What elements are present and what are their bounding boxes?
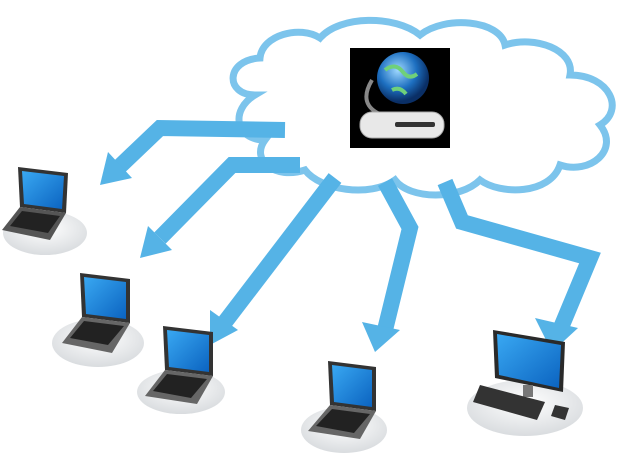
laptop-3	[137, 326, 225, 414]
globe-server-icon	[350, 48, 450, 148]
arrowhead	[535, 318, 578, 352]
arrows	[112, 119, 601, 334]
arrow-to-laptop-1	[112, 119, 286, 174]
laptop-4	[301, 361, 387, 453]
desktop-computer	[467, 330, 583, 436]
arrowhead	[140, 226, 172, 258]
arrow-to-laptop-3	[218, 173, 342, 327]
arrowhead	[210, 310, 238, 345]
arrowhead	[362, 322, 400, 352]
arrowhead	[100, 152, 132, 185]
laptop-1	[0, 155, 100, 255]
arrow-to-laptop-2	[154, 157, 300, 244]
arrowheads	[100, 152, 578, 352]
laptop-2	[52, 273, 144, 367]
arrow-to-desktop	[437, 178, 601, 334]
arrow-to-laptop-4	[377, 178, 419, 332]
